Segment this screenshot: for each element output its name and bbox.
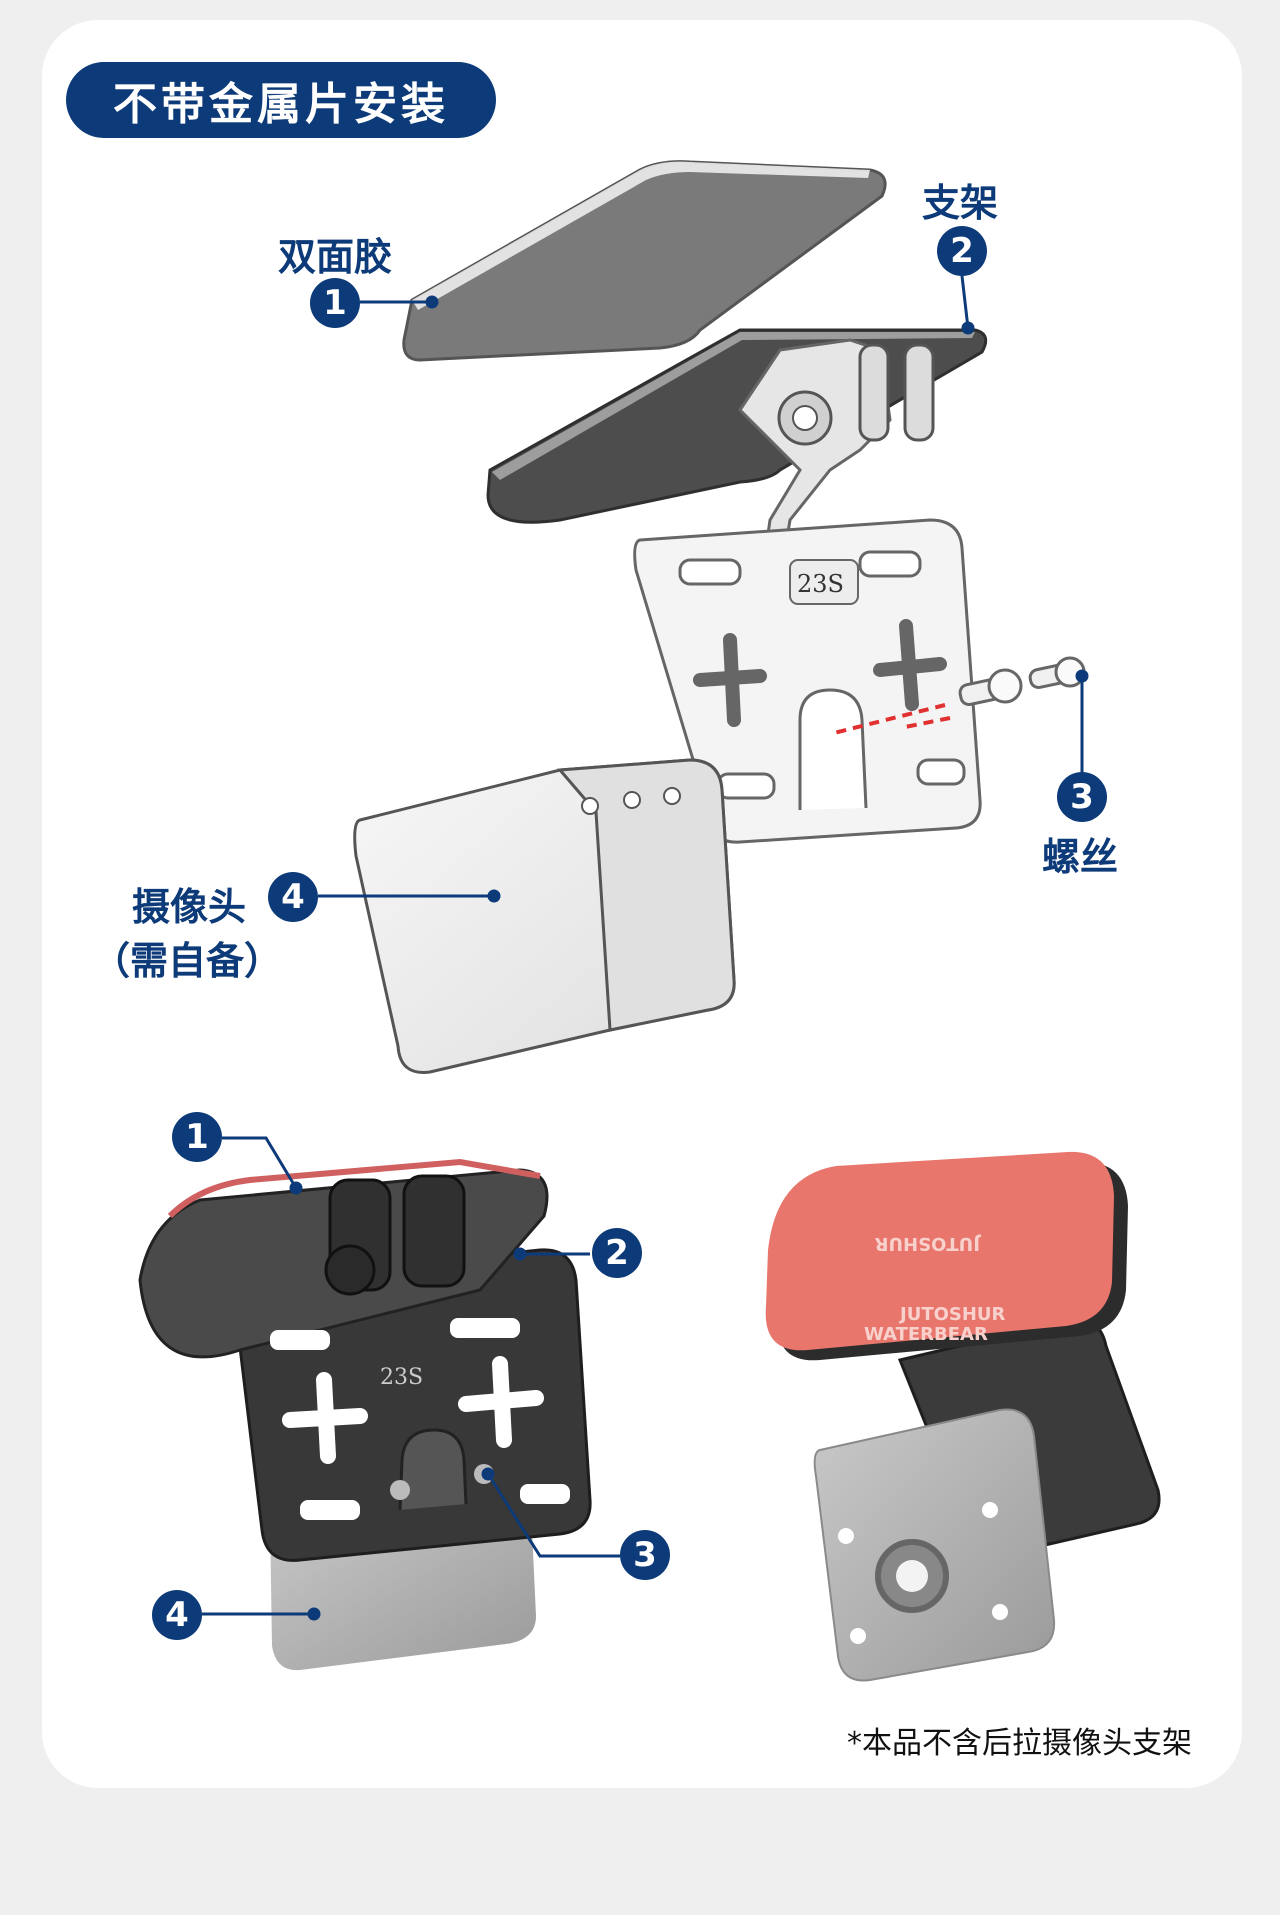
badge-1-bottom: 1	[172, 1112, 222, 1162]
label-bracket: 支架	[922, 181, 999, 225]
tape-print-brand: JUTOSHUR	[874, 1233, 982, 1254]
badge-1-top: 1	[310, 278, 360, 328]
tape-print-brand-2: JUTOSHUR	[898, 1304, 1006, 1325]
leader-lines-top	[318, 275, 1089, 903]
label-tape: 双面胶	[278, 235, 393, 279]
badge-2-bottom: 2	[592, 1228, 642, 1278]
hinge-arm-drawing	[738, 338, 935, 593]
photo-bracket-mark: 23S	[380, 1365, 423, 1390]
tape-print-sub: WATERBEAR	[864, 1324, 988, 1345]
assembled-bracket-photo	[138, 1158, 592, 1671]
screw-drawing	[958, 656, 1086, 707]
section-title-text: 不带金属片安装	[113, 79, 449, 130]
label-screw: 螺丝	[1042, 835, 1119, 879]
label-camera: 摄像头	[132, 885, 247, 929]
camera-cube-drawing	[353, 758, 736, 1074]
bracket-mark-text: 23S	[797, 570, 844, 598]
tape-plate-drawing	[402, 160, 887, 362]
tape-print: JUTOSHUR JUTOSHUR WATERBEAR	[864, 1233, 1006, 1345]
badge-4-top: 4	[268, 872, 318, 922]
label-camera-note: （需自备）	[92, 939, 283, 983]
footnote: *本品不含后拉摄像头支架	[847, 1726, 1192, 1761]
badge-3-bottom: 3	[620, 1530, 670, 1580]
section-title: 不带金属片安装	[66, 62, 496, 138]
camera-with-tape-photo	[765, 1151, 1161, 1682]
badge-2-top: 2	[937, 226, 987, 276]
badge-3-top: 3	[1057, 772, 1107, 822]
leader-lines-bottom	[202, 1136, 620, 1621]
mount-plate-drawing	[633, 518, 982, 844]
badge-4-bottom: 4	[152, 1590, 202, 1640]
